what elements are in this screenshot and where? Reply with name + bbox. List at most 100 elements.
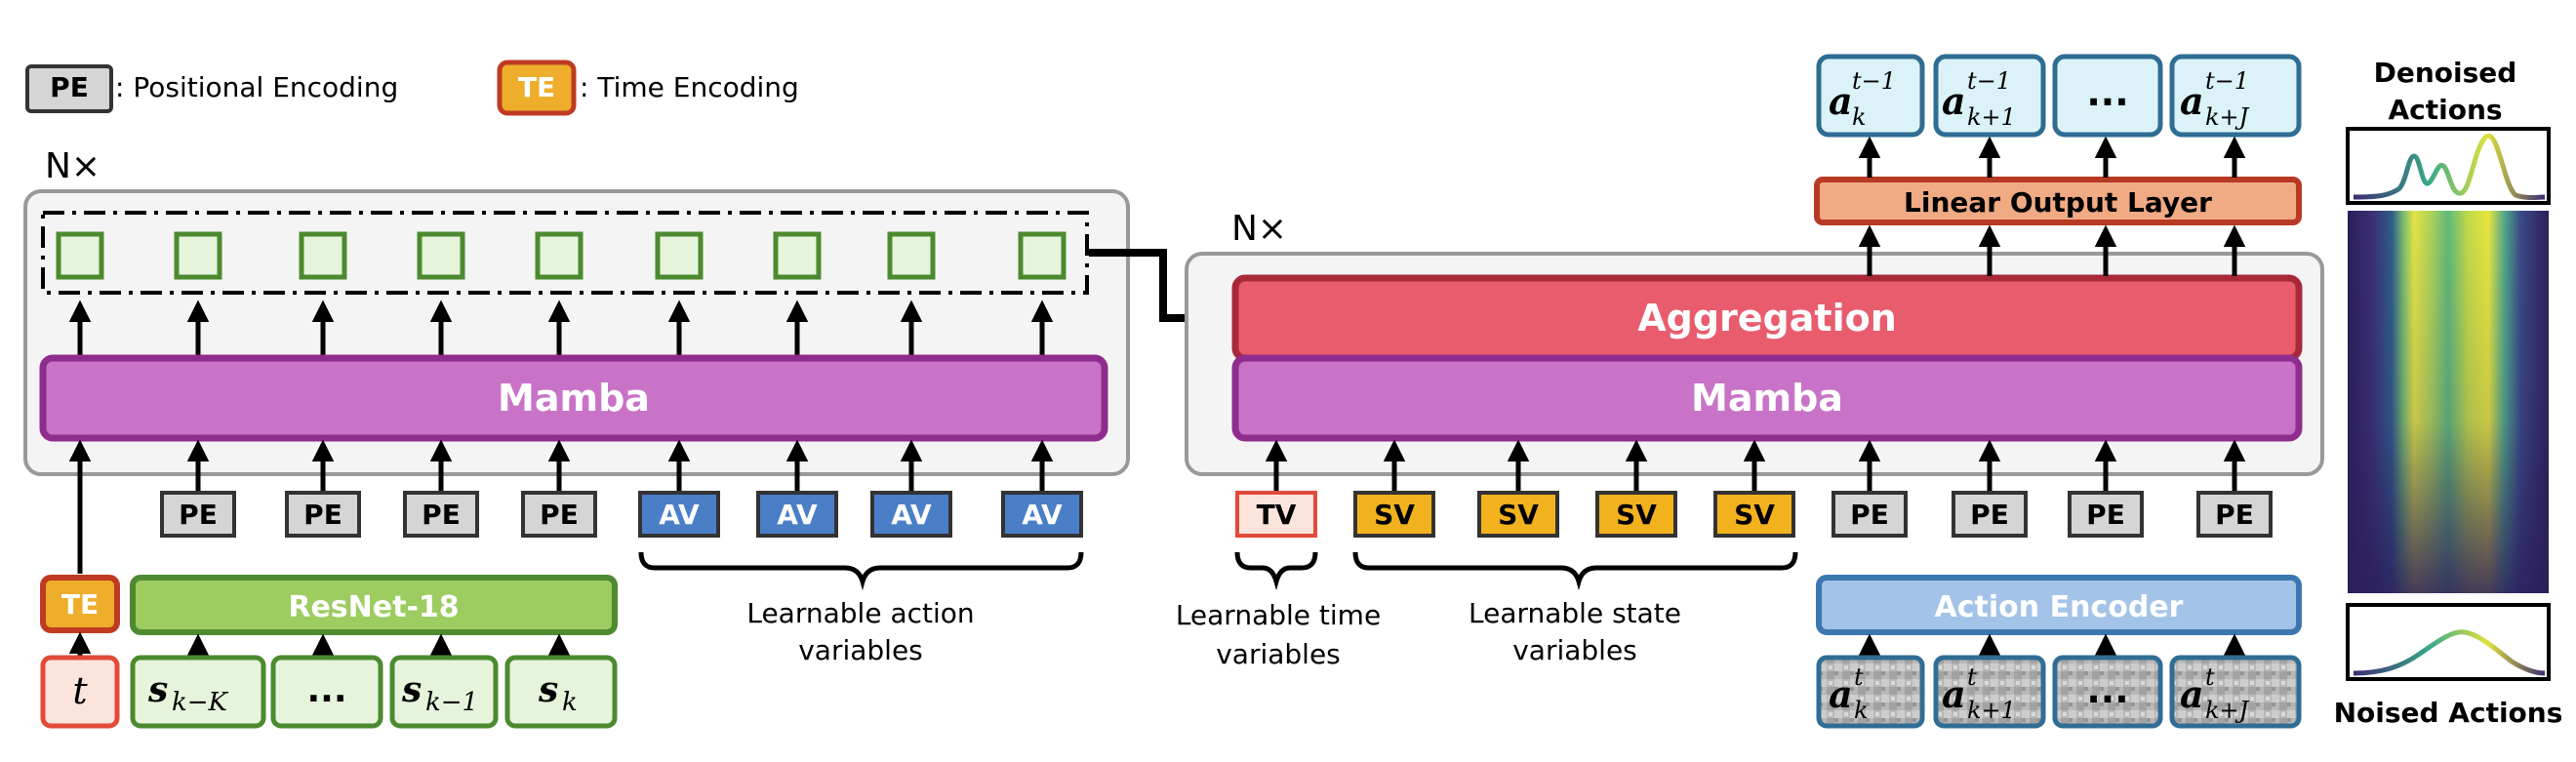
noised-action-ellipsis: ... xyxy=(2086,668,2128,711)
sv-token-label: SV xyxy=(1374,499,1415,531)
output-action xyxy=(1933,54,2046,138)
sv-token xyxy=(1353,491,1435,538)
sv-token-label: SV xyxy=(1616,499,1657,531)
noised-action-base: a xyxy=(2180,672,2204,716)
sv-token xyxy=(1595,491,1677,538)
sv-caption-line2: variables xyxy=(1512,634,1637,666)
av-tokens: AV AV AV AV xyxy=(638,491,1083,538)
noised-action-subscript: k+J xyxy=(2205,697,2250,724)
time-input-label: t xyxy=(72,669,88,712)
pe-token-label: PE xyxy=(179,499,218,531)
output-token xyxy=(174,231,222,280)
output-token xyxy=(655,231,704,280)
legend-pe-badge xyxy=(25,64,113,113)
left-mamba-block xyxy=(39,354,1108,442)
pe-token xyxy=(1952,491,2028,538)
legend-pe-text: : Positional Encoding xyxy=(115,71,398,103)
output-action-superscript: t−1 xyxy=(1852,67,1896,95)
pe-token xyxy=(1831,491,1908,538)
left-input-arrows xyxy=(68,631,571,656)
aggregation-label: Aggregation xyxy=(1637,297,1897,340)
pe-token xyxy=(2196,491,2273,538)
legend: PE : Positional Encoding TE : Time Encod… xyxy=(25,60,799,116)
output-token xyxy=(535,231,584,280)
right-repeat-label: N× xyxy=(1231,209,1287,249)
denoised-distribution-plot xyxy=(2346,127,2551,205)
output-token xyxy=(56,231,104,280)
linear-output-arrows xyxy=(1858,136,2246,178)
noised-action-superscript: t xyxy=(2205,663,2215,691)
denoised-action-outputs: a t−1 k a t−1 k+1 ... a t−1 k+J xyxy=(1816,54,2302,138)
noised-distribution-curve xyxy=(2353,629,2546,676)
tv-brace xyxy=(1234,551,1318,591)
right-token-arrows xyxy=(1265,439,2246,491)
av-token-label: AV xyxy=(891,499,932,531)
left-pe-tokens: PE PE PE PE xyxy=(160,491,597,538)
tv-token-label: TV xyxy=(1257,499,1297,531)
left-token-arrows xyxy=(68,439,1054,574)
sv-token-label: SV xyxy=(1734,499,1775,531)
sv-tokens: SV SV SV SV xyxy=(1353,491,1795,538)
state-input xyxy=(504,655,618,729)
pe-token xyxy=(2068,491,2144,538)
legend-te-badge xyxy=(497,60,577,116)
output-action-subscript: k+J xyxy=(2205,103,2250,131)
state-input-base: s xyxy=(147,669,168,710)
panel-title-line1: Denoised xyxy=(2374,57,2517,89)
sv-token-label: SV xyxy=(1498,499,1539,531)
av-token-label: AV xyxy=(777,499,818,531)
noised-distribution-plot xyxy=(2346,603,2551,681)
output-action-subscript: k xyxy=(1852,103,1867,131)
diffusion-heatmap-fade xyxy=(2348,211,2549,593)
left-mamba-label: Mamba xyxy=(498,377,650,420)
noised-action-subscript: k xyxy=(1854,697,1869,724)
output-token xyxy=(299,231,347,280)
left-output-token-group xyxy=(41,211,1089,295)
output-action-base: a xyxy=(2180,79,2204,123)
state-input-subscript: k xyxy=(562,688,578,717)
av-token-label: AV xyxy=(659,499,700,531)
panel-title-line2: Actions xyxy=(2388,94,2502,126)
resnet-label: ResNet-18 xyxy=(288,590,459,624)
diffusion-panel: Denoised Actions Noised Actions xyxy=(2334,57,2563,729)
pe-token-label: PE xyxy=(2215,499,2254,531)
state-inputs: s k−K ... s k−1 s k xyxy=(130,655,618,729)
output-token xyxy=(417,231,465,280)
state-input-subscript: k−K xyxy=(172,688,229,717)
legend-te-badge-text: TE xyxy=(518,71,555,103)
right-pe-tokens: PE PE PE PE xyxy=(1831,491,2273,538)
time-input xyxy=(40,655,120,729)
state-input-ellipsis: ... xyxy=(306,670,346,710)
output-action xyxy=(2052,54,2163,138)
output-token xyxy=(1018,231,1067,280)
output-action-base: a xyxy=(1829,79,1853,123)
state-input-base: s xyxy=(538,669,558,710)
legend-pe-badge-text: PE xyxy=(50,71,89,103)
av-token xyxy=(638,491,720,538)
denoised-distribution-curve xyxy=(2353,133,2546,200)
pe-token xyxy=(403,491,479,538)
legend-te-text: : Time Encoding xyxy=(580,71,799,103)
aggregation-output-arrows xyxy=(1858,224,2246,276)
av-caption-line1: Learnable action xyxy=(746,597,974,629)
right-mamba-block xyxy=(1231,354,2303,442)
pe-token-label: PE xyxy=(422,499,461,531)
state-input xyxy=(130,655,266,729)
sv-token xyxy=(1713,491,1795,538)
output-action-subscript: k+1 xyxy=(1967,103,2016,131)
sv-caption-line1: Learnable state xyxy=(1469,597,1681,629)
noised-action xyxy=(1816,655,1925,729)
state-input-base: s xyxy=(401,669,422,710)
state-input xyxy=(389,655,499,729)
noised-action-superscript: t xyxy=(1854,663,1864,691)
noised-action-inputs: a t k a t k+1 ... a t k+J xyxy=(1816,655,2302,729)
noised-action-superscript: t xyxy=(1967,663,1977,691)
tv-caption-line2: variables xyxy=(1216,638,1341,670)
output-action-ellipsis: ... xyxy=(2086,71,2128,114)
pe-token xyxy=(285,491,361,538)
linear-output-label: Linear Output Layer xyxy=(1904,186,2212,219)
pe-token-label: PE xyxy=(1850,499,1889,531)
panel-bottom-label: Noised Actions xyxy=(2334,697,2563,729)
left-mamba-output-arrows xyxy=(68,300,1054,356)
